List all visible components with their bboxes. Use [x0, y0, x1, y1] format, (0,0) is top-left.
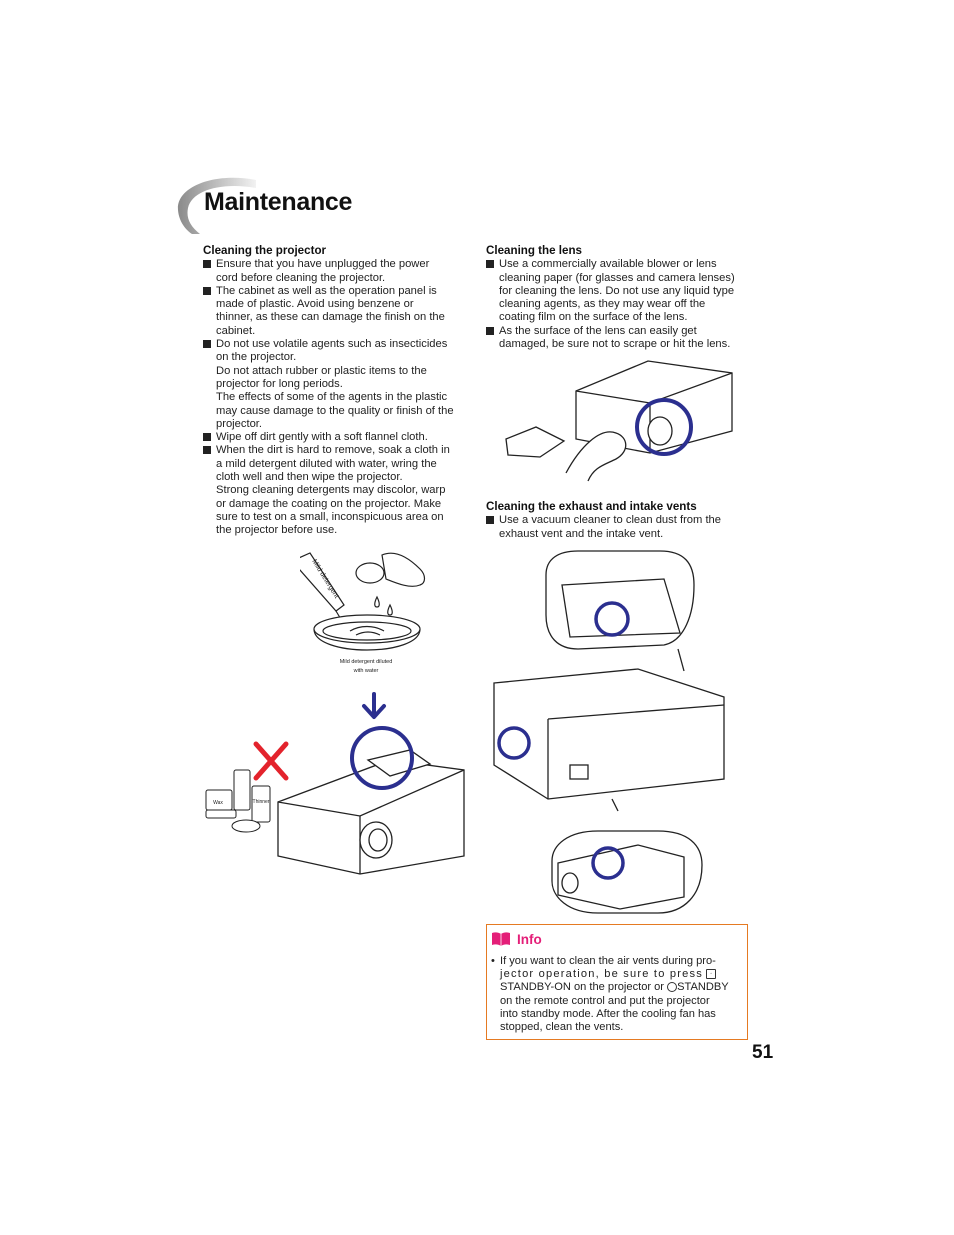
projector-item: The cabinet as well as the operation pan… [203, 285, 469, 338]
text-line: projector. [216, 417, 263, 430]
text-line: Use a vacuum cleaner to clean dust from … [499, 514, 721, 527]
text-line: cord before cleaning the projector. [216, 271, 386, 284]
lens-item: Use a commercially available blower or l… [486, 258, 754, 324]
text-line: sure to test on a small, inconspicuous a… [216, 510, 444, 523]
text-line: damaged, be sure not to scrape or hit th… [499, 338, 731, 351]
down-arrow-icon [362, 692, 386, 719]
text-line: Use a commercially available blower or l… [499, 258, 717, 271]
text-line: or damage the coating on the projector. … [216, 497, 442, 510]
text-line: cleaning agents, as they may wear off th… [499, 298, 706, 311]
cleaning-lens-section: Cleaning the lens Use a commercially ava… [486, 244, 754, 351]
wipe-projector-illustration: Wax Thinner [205, 692, 465, 875]
text-line: made of plastic. Avoid using benzene or [216, 298, 414, 311]
projector-item-text: Ensure that you have unplugged the power… [216, 258, 469, 285]
text-line: cloth well and then wipe the projector. [216, 471, 403, 484]
text-line: When the dirt is hard to remove, soak a … [216, 444, 450, 457]
info-text: • If you want to clean the air vents dur… [491, 955, 739, 1034]
text-line: Strong cleaning detergents may discolor,… [216, 484, 446, 497]
info-line-4: on the remote control and put the projec… [500, 994, 710, 1007]
prohibited-cross-icon [253, 741, 289, 781]
text-line: The effects of some of the agents in the… [216, 391, 448, 404]
projector-item-text: Do not use volatile agents such as insec… [216, 338, 469, 431]
bullet-square-icon [203, 340, 211, 349]
cleaning-projector-section: Cleaning the projector Ensure that you h… [203, 244, 469, 538]
lens-item-text: Use a commercially available blower or l… [499, 258, 754, 324]
text-line: for cleaning the lens. Do not use any li… [499, 284, 735, 297]
lens-highlight-circle [635, 398, 693, 456]
info-label: Info [517, 931, 542, 947]
text-line: on the projector. [216, 351, 297, 364]
page-number: 51 [752, 1042, 774, 1063]
cleaning-lens-heading: Cleaning the lens [486, 244, 582, 257]
exhaust-vent-highlight [594, 601, 630, 637]
text-line: cabinet. [216, 324, 256, 337]
bullet-square-icon [486, 516, 494, 525]
info-box: Info • If you want to clean the air vent… [486, 924, 748, 1040]
vents-item-text: Use a vacuum cleaner to clean dust from … [499, 514, 754, 541]
wax-label: Wax [213, 800, 223, 806]
page-title: Maintenance [204, 188, 353, 216]
info-line-1: If you want to clean the air vents durin… [500, 955, 716, 967]
bottom-vent-highlight [591, 846, 625, 880]
standby-button-icon: ◦ [706, 969, 717, 980]
title-arc-decoration [177, 177, 256, 234]
projector-item-text: Wipe off dirt gently with a soft flannel… [216, 431, 469, 444]
text-line: coating film on the surface of the lens. [499, 311, 688, 324]
detergent-bowl-illustration: Mild detergent Mild detergent diluted wi… [300, 552, 426, 674]
vents-cleaning-illustration [493, 550, 725, 914]
projector-item: When the dirt is hard to remove, soak a … [203, 444, 469, 537]
bullet-square-icon [203, 286, 211, 295]
bowl-label-2: with water [353, 668, 379, 674]
highlight-circle [350, 726, 414, 790]
info-line-3a: STANDBY-ON on the projector or [500, 981, 665, 994]
text-line: the projector before use. [216, 524, 338, 537]
info-line-3b: STANDBY [677, 981, 729, 994]
cleaning-vents-section: Cleaning the exhaust and intake vents Us… [486, 500, 754, 541]
bullet-square-icon [486, 326, 494, 335]
text-line: may cause damage to the quality or finis… [216, 404, 454, 417]
info-header: Info [491, 931, 542, 947]
cleaning-vents-heading: Cleaning the exhaust and intake vents [486, 500, 697, 513]
text-line: Ensure that you have unplugged the power [216, 258, 430, 271]
text-line: a mild detergent diluted with water, wri… [216, 457, 437, 470]
text-line: Wipe off dirt gently with a soft flannel… [216, 431, 428, 444]
text-line: Do not use volatile agents such as insec… [216, 338, 448, 351]
intake-vent-highlight [497, 726, 531, 760]
text-line: thinner, as these can damage the finish … [216, 311, 445, 324]
lens-item-text: As the surface of the lens can easily ge… [499, 325, 754, 352]
vents-item: Use a vacuum cleaner to clean dust from … [486, 514, 754, 541]
text-line: As the surface of the lens can easily ge… [499, 324, 697, 337]
projector-item: Ensure that you have unplugged the power… [203, 258, 469, 285]
projector-item-text: When the dirt is hard to remove, soak a … [216, 444, 469, 537]
title-block: Maintenance [176, 176, 476, 236]
text-line: Do not attach rubber or plastic items to… [216, 364, 427, 377]
lens-cleaning-illustration [505, 360, 733, 482]
text-line: exhaust vent and the intake vent. [499, 527, 664, 540]
book-icon [492, 932, 510, 946]
bowl-label-1: Mild detergent diluted [340, 659, 393, 665]
projector-item: Do not use volatile agents such as insec… [203, 338, 469, 431]
bullet-square-icon [203, 446, 211, 455]
projector-item-text: The cabinet as well as the operation pan… [216, 285, 469, 338]
bullet-square-icon [486, 260, 494, 269]
bullet-square-icon [203, 260, 211, 269]
info-line-5: into standby mode. After the cooling fan… [500, 1007, 716, 1020]
info-line-6: stopped, clean the vents. [500, 1021, 624, 1034]
projector-item: Wipe off dirt gently with a soft flannel… [203, 431, 469, 444]
thinner-label: Thinner [253, 799, 270, 805]
info-line-2: jector operation, be sure to press [500, 968, 703, 981]
text-line: projector for long periods. [216, 377, 343, 390]
text-line: The cabinet as well as the operation pan… [216, 284, 437, 297]
power-icon [667, 982, 678, 993]
cleaning-projector-heading: Cleaning the projector [203, 244, 327, 257]
text-line: cleaning paper (for glasses and camera l… [499, 271, 735, 284]
lens-item: As the surface of the lens can easily ge… [486, 325, 754, 352]
bullet-square-icon [203, 433, 211, 442]
info-bullet: • [491, 955, 495, 967]
